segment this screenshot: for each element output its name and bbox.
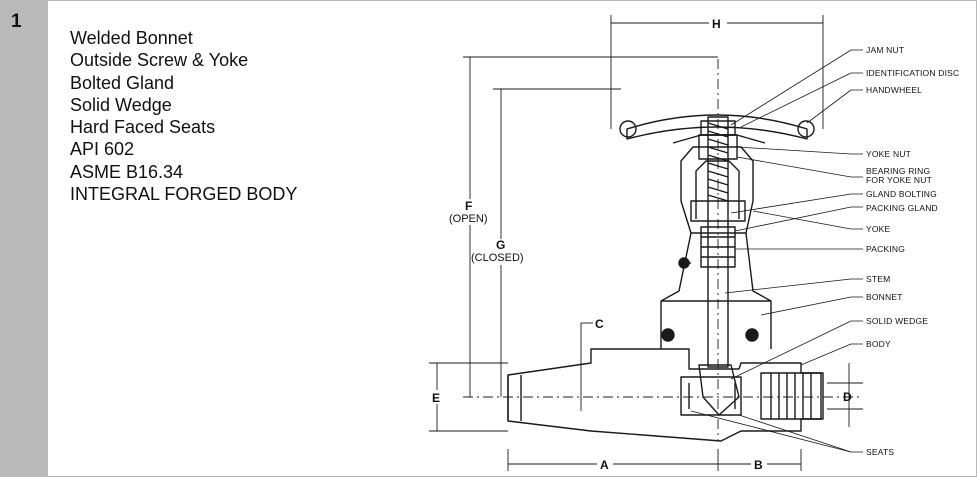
callout-packing-gland: PACKING GLAND [866, 203, 938, 213]
callout-stem: STEM [866, 274, 890, 284]
dim-h-label: H [712, 17, 721, 31]
callout-leaders [690, 49, 863, 453]
callout-body: BODY [866, 339, 891, 349]
feature-list: Welded Bonnet Outside Screw & Yoke Bolte… [70, 27, 297, 205]
dim-b-label: B [754, 458, 763, 472]
callout-handwheel: HANDWHEEL [866, 85, 922, 95]
item-number: 1 [11, 11, 22, 32]
callout-labels: JAM NUT IDENTIFICATION DISC HANDWHEEL YO… [866, 45, 959, 457]
dimension-labels: H F (OPEN) G (CLOSED) C E D A B [431, 16, 852, 472]
callout-yoke-nut: YOKE NUT [866, 149, 911, 159]
callout-packing: PACKING [866, 244, 905, 254]
dim-a-label: A [600, 458, 609, 472]
feature-item: Outside Screw & Yoke [70, 50, 249, 71]
dim-d-label: D [843, 390, 852, 404]
bonnet-outline [660, 232, 772, 349]
callout-yoke: YOKE [866, 224, 891, 234]
dim-e-label: E [432, 391, 440, 405]
threaded-end [760, 372, 824, 420]
handwheel [619, 114, 815, 144]
callout-gland-bolting: GLAND BOLTING [866, 189, 937, 199]
feature-item: Bolted Gland [70, 72, 175, 93]
body-outline [507, 348, 822, 442]
dim-c-label: C [595, 317, 604, 331]
feature-item: API 602 [70, 139, 135, 160]
callout-solid-wedge: SOLID WEDGE [866, 316, 928, 326]
centerlines [463, 59, 861, 441]
callout-bonnet: BONNET [866, 292, 903, 302]
dim-f-label: F [465, 199, 472, 213]
feature-item: Welded Bonnet [70, 28, 193, 48]
dim-f-note: (OPEN) [449, 213, 488, 225]
callout-jam-nut: JAM NUT [866, 45, 904, 55]
callout-seats: SEATS [866, 447, 894, 457]
feature-item: ASME B16.34 [70, 161, 184, 182]
seat-area [680, 364, 742, 416]
callout-bearing-ring-line2: FOR YOKE NUT [866, 175, 932, 185]
callout-identification-disc: IDENTIFICATION DISC [866, 68, 959, 78]
item-number-column: 1 [1, 1, 48, 476]
feature-item: Hard Faced Seats [70, 117, 216, 138]
feature-item: INTEGRAL FORGED BODY [70, 184, 298, 205]
callout-bearing-ring-line1: BEARING RING [866, 166, 930, 176]
dim-g-note: (CLOSED) [471, 252, 524, 264]
feature-item: Solid Wedge [70, 94, 172, 115]
dim-g-label: G [496, 238, 505, 252]
